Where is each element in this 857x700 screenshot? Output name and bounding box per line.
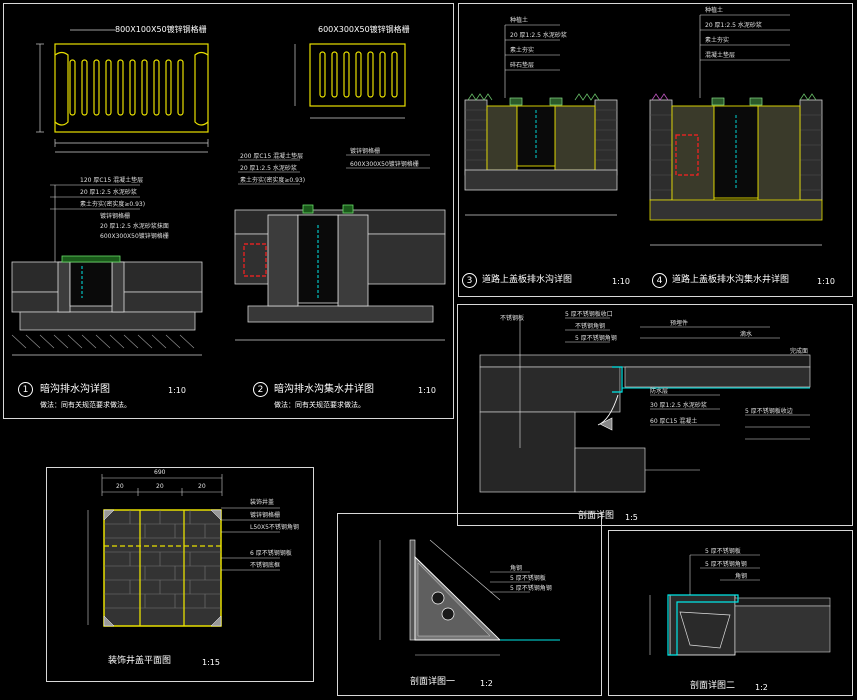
detail-note-2: 做法：同有关规范要求做法。 (274, 401, 365, 409)
detail-title-8: 剖面详图二 (690, 681, 736, 691)
sheet-3-label: 完成面 (790, 348, 809, 355)
sheet-3-label: 5 厚不锈钢角钢 (575, 335, 617, 342)
section-two-label: 5 厚不锈钢板 (705, 548, 741, 555)
section-3-layer: 素土夯实 (510, 47, 535, 54)
detail-title-3: 道路上盖板排水沟详图 (482, 275, 573, 285)
detail-number-1: 1 (18, 382, 33, 397)
section-3-layer: 种植土 (510, 17, 529, 24)
section-one-label: 角钢 (510, 565, 523, 572)
detail-note-1: 做法：同有关规范要求做法。 (40, 401, 131, 409)
section-1-layer: 素土夯实(密实度≥0.93) (80, 201, 146, 208)
section-2-layer: 600X300X50镀锌钢格栅 (350, 161, 419, 168)
grate-elevation-2 (309, 43, 406, 107)
detail-scale-1: 1:10 (168, 386, 186, 395)
detail-scale-5: 1:5 (625, 513, 638, 522)
section-one-label: 5 厚不锈钢板 (510, 575, 546, 582)
detail-title-4: 道路上盖板排水沟集水井详图 (672, 275, 790, 285)
drawing-sheet-3 (457, 304, 853, 526)
detail-title-1: 暗沟排水沟详图 (40, 384, 110, 395)
drawing-sheet-2 (458, 3, 853, 297)
section-4-layer: 种植土 (705, 7, 724, 14)
sheet-3-label: 防水层 (650, 388, 669, 395)
detail-title-6: 装饰井盖平面图 (108, 656, 172, 666)
sheet-3-label: 5 厚不锈钢板收边 (745, 408, 793, 415)
section-4-layer: 素土夯实 (705, 37, 730, 44)
section-4-layer: 混凝土垫层 (705, 52, 736, 59)
section-3-layer: 20 厚1:2.5 水泥砂浆 (510, 32, 567, 39)
section-4 (649, 93, 823, 246)
section-2-layer: 镀锌钢格栅 (350, 148, 381, 155)
plan-label: 镀锌钢格栅 (250, 512, 281, 519)
sheet-3-label: 不锈钢角钢 (575, 323, 606, 330)
section-1-layer: 20 厚1:2.5 水泥砂浆抹面 (100, 223, 169, 230)
detail-scale-4: 1:10 (817, 277, 835, 286)
plan-label: 6 厚不锈钢钢板 (250, 550, 292, 557)
detail-title-7: 剖面详图一 (410, 677, 456, 687)
detail-title-2: 暗沟排水沟集水井详图 (274, 384, 374, 395)
drawing-sheet-5 (337, 513, 602, 696)
plan-label: L50X5不锈钢角钢 (250, 524, 299, 531)
plan-dim: 20 (198, 483, 206, 490)
detail-number-4: 4 (652, 273, 667, 288)
section-2 (234, 204, 446, 341)
section-2-layer: 200 厚C15 混凝土垫层 (240, 153, 304, 160)
plan-label: 装饰井盖 (250, 499, 275, 506)
sheet-3-label: 滴水 (740, 331, 753, 338)
sheet-3-label: 60 厚C15 混凝土 (650, 418, 698, 425)
sheet-3-label: 预埋件 (670, 320, 689, 327)
detail-title-5: 剖面详图 (578, 511, 615, 521)
detail-scale-7: 1:2 (480, 679, 493, 688)
plan-label: 不锈钢底框 (250, 562, 281, 569)
section-3 (464, 93, 618, 216)
section-2-layer: 20 厚1:2.5 水泥砂浆 (240, 165, 297, 172)
section-two-label: 角钢 (735, 573, 748, 580)
drawing-sheet-6 (608, 530, 853, 696)
detail-number-2: 2 (253, 382, 268, 397)
plan-dim: 20 (116, 483, 124, 490)
section-1 (11, 255, 203, 356)
plan-dim: 690 (154, 469, 166, 476)
sheet-3-label: 不锈钢板 (500, 315, 525, 322)
detail-scale-6: 1:15 (202, 658, 220, 667)
section-4-layer: 20 厚1:2.5 水泥砂浆 (705, 22, 762, 29)
detail-scale-8: 1:2 (755, 683, 768, 692)
drawing-sheet-4 (46, 467, 314, 682)
section-1-layer: 镀锌钢格栅 (100, 213, 131, 220)
detail-scale-2: 1:10 (418, 386, 436, 395)
grate-label-2: 600X300X50镀锌钢格栅 (318, 25, 410, 34)
sheet-3-label: 5 厚不锈钢板收口 (565, 311, 613, 318)
section-2-layer: 素土夯实(密实度≥0.93) (240, 177, 306, 184)
drawing-sheet-1 (3, 3, 454, 419)
grate-label-1: 800X100X50镀锌钢格栅 (115, 25, 207, 34)
section-two-label: 5 厚不锈钢角钢 (705, 561, 747, 568)
section-1-layer: 600X300X50镀锌钢格栅 (100, 233, 169, 240)
section-one-label: 5 厚不锈钢角钢 (510, 585, 552, 592)
grate-elevation-1 (54, 43, 209, 133)
section-3-layer: 碎石垫层 (510, 62, 535, 69)
sheet-3-label: 30 厚1:2.5 水泥砂浆 (650, 402, 707, 409)
section-1-layer: 120 厚C15 混凝土垫层 (80, 177, 144, 184)
detail-number-3: 3 (462, 273, 477, 288)
section-1-layer: 20 厚1:2.5 水泥砂浆 (80, 189, 137, 196)
detail-scale-3: 1:10 (612, 277, 630, 286)
plan-dim: 20 (156, 483, 164, 490)
